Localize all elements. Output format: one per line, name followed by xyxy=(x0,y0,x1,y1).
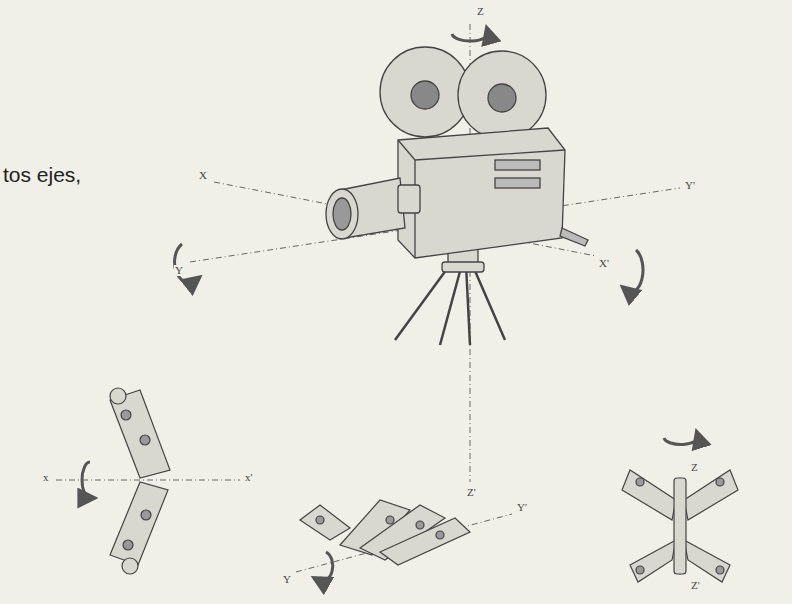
axis-label: x' xyxy=(244,472,253,483)
axis-label: Z' xyxy=(466,487,477,498)
hinge-spun xyxy=(622,470,738,582)
axis-label: Z xyxy=(476,6,485,17)
camera-drawing xyxy=(326,47,588,345)
axis-label: X xyxy=(198,170,208,181)
axis-label: Y xyxy=(174,265,184,276)
rotation-arrows xyxy=(82,32,698,581)
axis-label: Y xyxy=(282,574,292,585)
axis-label: Z' xyxy=(690,580,701,591)
axis-label: X' xyxy=(598,258,610,269)
axis-label: x xyxy=(42,472,50,483)
axis-label: Z xyxy=(690,462,699,473)
axis-label: Y' xyxy=(684,180,696,191)
hinge-rotated xyxy=(300,500,470,565)
axis-lines xyxy=(56,24,680,576)
caption-fragment: tos ejes, xyxy=(2,164,82,185)
axis-label: Y' xyxy=(516,502,528,513)
hinge-folded xyxy=(110,388,170,574)
